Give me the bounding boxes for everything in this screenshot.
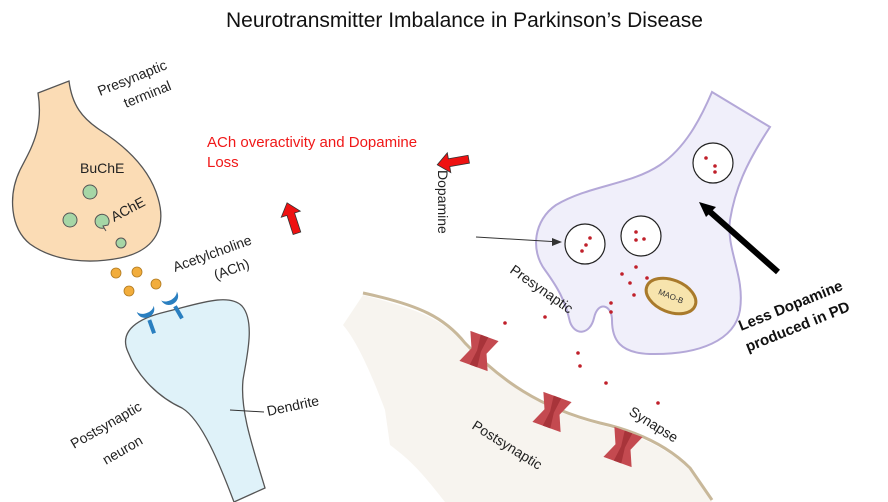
ach-molecule bbox=[123, 285, 135, 297]
dopamine-dot bbox=[543, 315, 547, 319]
diagram-title: Neurotransmitter Imbalance in Parkinson’… bbox=[226, 9, 703, 32]
annotation-line-1: ACh overactivity and Dopamine bbox=[207, 134, 417, 151]
dopamine-dot bbox=[576, 351, 580, 355]
dopamine-label: Dopamine bbox=[435, 170, 451, 234]
dopamine-pointer-line bbox=[475, 236, 561, 243]
dopamine-vesicle bbox=[564, 223, 606, 265]
dopamine-vesicle bbox=[620, 215, 662, 257]
less-dopamine-arrowhead-icon bbox=[699, 202, 716, 217]
dopamine-dot bbox=[604, 381, 608, 385]
dopamine-dot bbox=[609, 301, 613, 305]
dendrite-leader-line bbox=[229, 409, 265, 413]
receptor-icon bbox=[136, 305, 156, 334]
increase-arrow-icon bbox=[280, 202, 302, 235]
postsynaptic-neuron-label-2: neuron bbox=[100, 432, 146, 468]
vesicle bbox=[115, 237, 127, 249]
ache-enzyme-icon bbox=[94, 213, 110, 232]
dopamine-molecules bbox=[503, 265, 660, 405]
less-dopamine-arrow-shaft bbox=[706, 207, 780, 275]
pointer-arrowhead-icon bbox=[552, 238, 562, 246]
ach-molecule bbox=[131, 266, 143, 278]
ion-channel-icon bbox=[459, 330, 499, 372]
buche-label: BuChE bbox=[80, 160, 124, 176]
decrease-arrow-icon bbox=[436, 151, 470, 174]
dendrite-label: Dendrite bbox=[265, 392, 320, 419]
mao-b-enzyme: MAO-B bbox=[644, 276, 698, 316]
vesicle bbox=[82, 184, 98, 200]
dopamine-dot bbox=[656, 401, 660, 405]
dopamine-dot bbox=[578, 364, 582, 368]
vesicle bbox=[62, 212, 78, 228]
dopamine-vesicle bbox=[692, 142, 734, 184]
receptor-icon bbox=[161, 291, 184, 320]
ion-channel-icon bbox=[532, 391, 572, 433]
dopamine-dot bbox=[634, 265, 638, 269]
ach-molecule bbox=[110, 267, 122, 279]
annotation-line-2: Loss bbox=[207, 154, 239, 171]
dopamine-dot bbox=[609, 310, 613, 314]
dopamine-dot bbox=[503, 321, 507, 325]
dopamine-dot bbox=[632, 293, 636, 297]
ion-channel-icon bbox=[603, 426, 643, 468]
dopamine-dot bbox=[620, 272, 624, 276]
dopamine-dot bbox=[645, 276, 649, 280]
presynaptic-terminal-shape bbox=[11, 80, 162, 262]
dopamine-dot bbox=[628, 281, 632, 285]
ach-molecule bbox=[150, 278, 162, 290]
postsynaptic-dendrite-shape bbox=[125, 299, 266, 502]
postsynaptic-membrane bbox=[362, 291, 714, 501]
